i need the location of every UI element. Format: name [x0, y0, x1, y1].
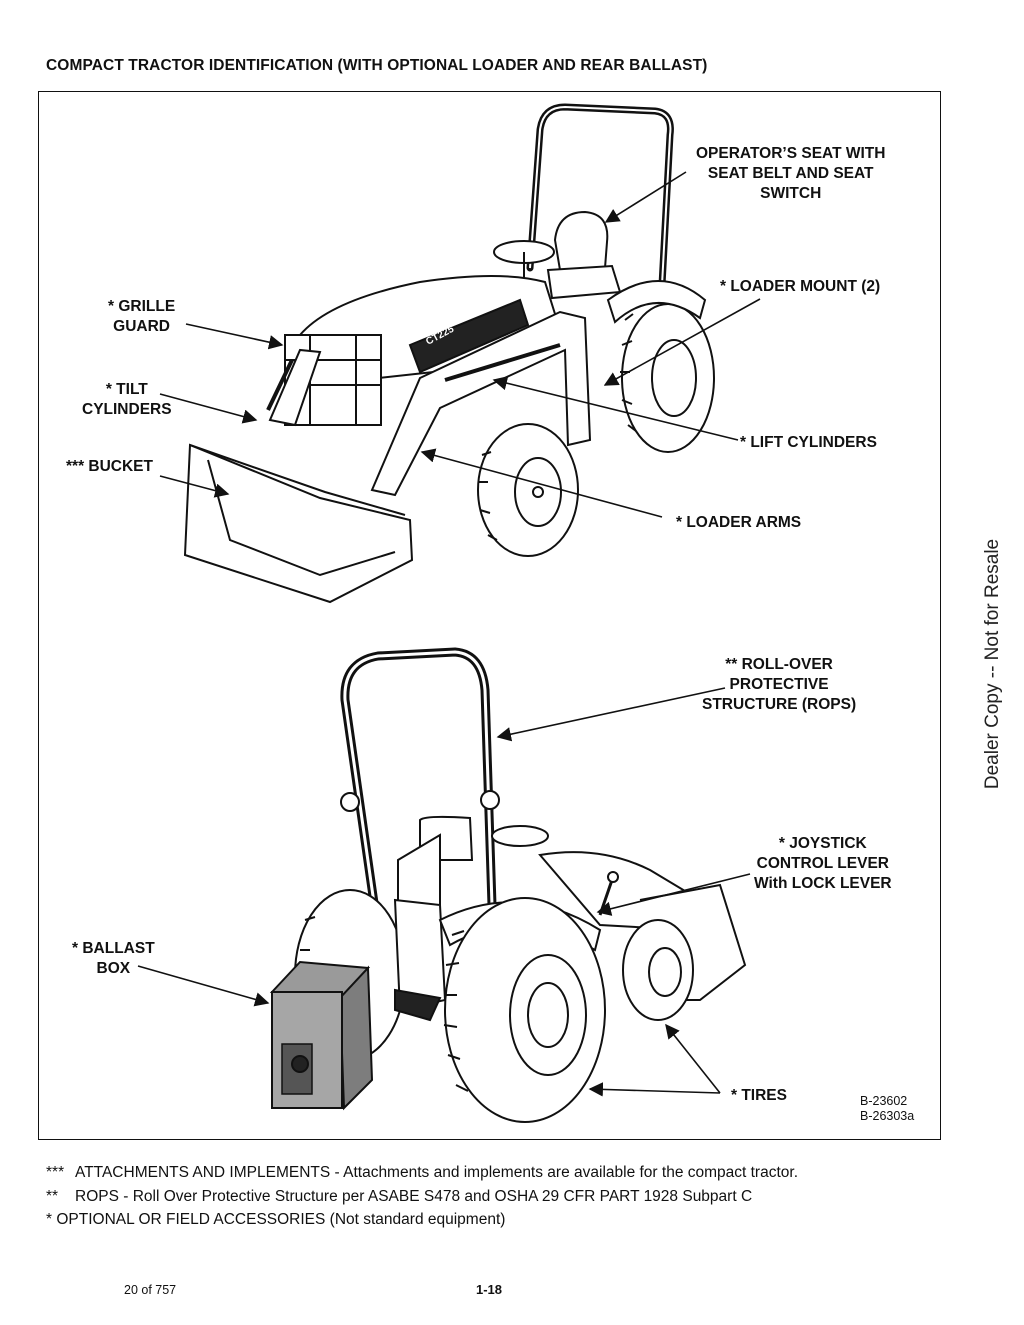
- callout-grille-guard: * GRILLE GUARD: [108, 298, 176, 335]
- footnotes: *** ATTACHMENTS AND IMPLEMENTS - Attachm…: [46, 1161, 798, 1232]
- footnote-rops: ** ROPS - Roll Over Protective Structure…: [46, 1185, 798, 1209]
- callout-joystick: * JOYSTICK CONTROL LEVER With LOCK LEVER: [754, 835, 892, 892]
- callout-lift-cylinders: * LIFT CYLINDERS: [740, 434, 877, 451]
- callout-operator-seat: OPERATOR’S SEAT WITH SEAT BELT AND SEAT …: [696, 145, 886, 202]
- front-tractor-drawing: [183, 103, 715, 604]
- footnote-text: * OPTIONAL OR FIELD ACCESSORIES (Not sta…: [46, 1211, 506, 1228]
- callout-loader-mount: * LOADER MOUNT (2): [720, 278, 881, 295]
- page-count: 20 of 757: [124, 1283, 177, 1297]
- callout-rops: ** ROLL-OVER PROTECTIVE STRUCTURE (ROPS): [702, 656, 857, 713]
- callout-bucket: *** BUCKET: [66, 458, 153, 475]
- callout-loader-arms: * LOADER ARMS: [676, 514, 802, 531]
- dealer-copy-watermark: Dealer Copy -- Not for Resale: [982, 538, 1003, 790]
- callout-arrows: [137, 171, 761, 1097]
- page-title: COMPACT TRACTOR IDENTIFICATION (WITH OPT…: [46, 57, 708, 74]
- footnote-attachments: *** ATTACHMENTS AND IMPLEMENTS - Attachm…: [46, 1161, 798, 1185]
- figure-ids: B-23602 B-26303a: [860, 1094, 915, 1123]
- footnote-optional: * OPTIONAL OR FIELD ACCESSORIES (Not sta…: [46, 1208, 798, 1232]
- callout-tires: * TIRES: [731, 1087, 787, 1104]
- page-number: 1-18: [476, 1282, 503, 1297]
- callout-tilt-cylinders: * TILT CYLINDERS: [82, 381, 172, 418]
- rear-tractor-drawing: [269, 647, 747, 1123]
- footnote-marker: ***: [46, 1164, 65, 1181]
- footnote-text: ATTACHMENTS AND IMPLEMENTS - Attachments…: [75, 1164, 799, 1181]
- callout-ballast-box: * BALLAST BOX: [72, 940, 155, 977]
- illustration-frame: [38, 91, 941, 1140]
- footnote-marker: **: [46, 1187, 59, 1205]
- footnote-text: ROPS - Roll Over Protective Structure pe…: [75, 1187, 753, 1205]
